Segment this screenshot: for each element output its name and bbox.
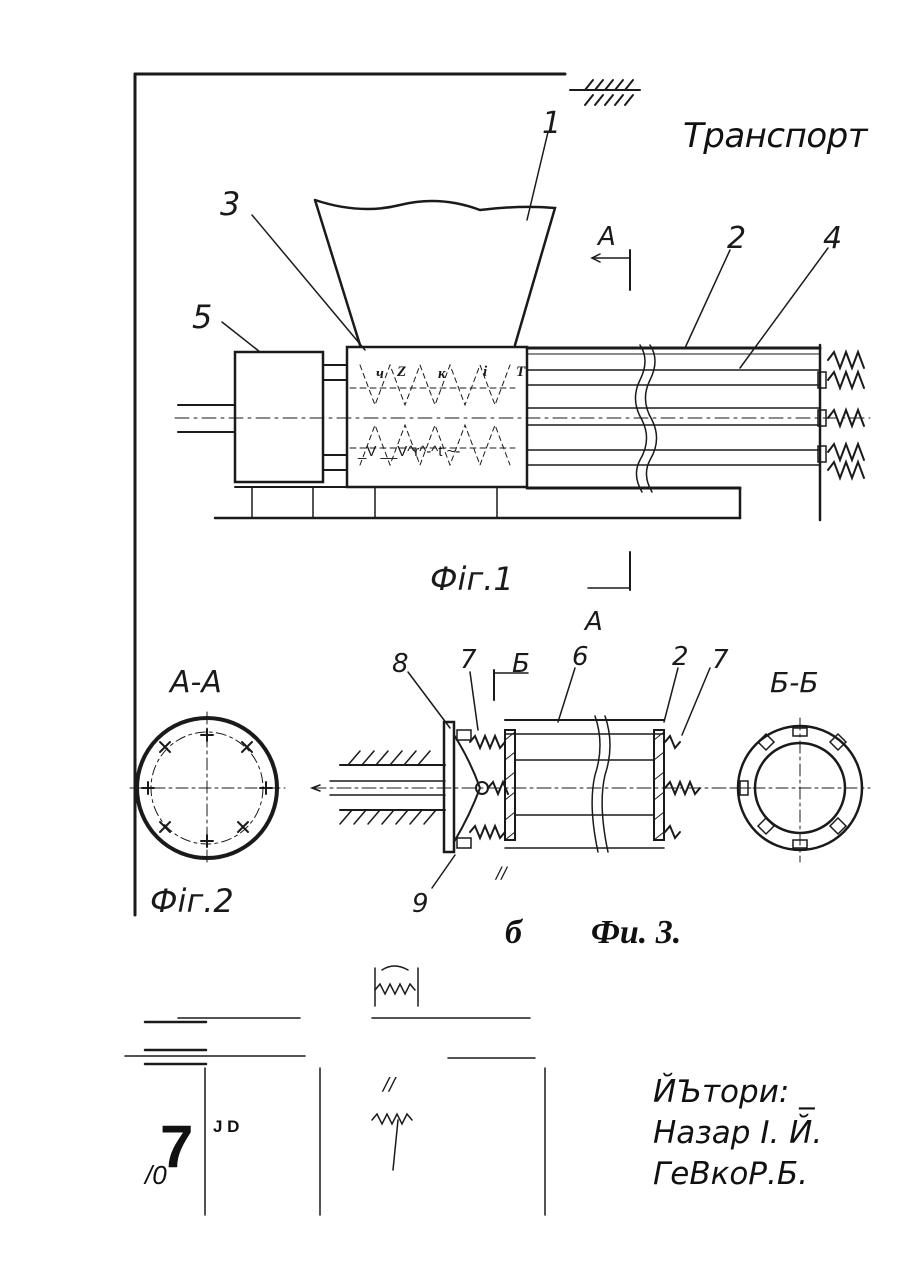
fig3-callout-8: 8 [392,649,409,679]
fig2-caption: Фіг.2 [150,882,234,920]
stamp-letter: J D [213,1117,239,1137]
author-name-1: Назар І. Й. [653,1113,822,1154]
screw-marks-bottom: _V __V^r^-^t ~- [357,443,460,460]
authors-block: ЙЪтори: _ Назар І. Й. ГеВкоР.Б. [653,1072,822,1195]
fig3-section-title: Б-Б [770,666,819,699]
screw-mark-4: i [483,364,488,380]
fig1-callout-3: 3 [220,185,240,223]
fig3-drawing [312,668,870,888]
screw-mark-5: T [516,364,526,380]
fig2-section-title: А-А [168,665,222,700]
fig3-callout-2: 2 [672,642,689,672]
fig1-callout-1: 1 [542,106,561,141]
fig3-caption-text: Фи. 3. [591,914,681,951]
fig1-section-mark-bottom: А [583,607,603,637]
fig3-callout-6: 6 [572,642,589,672]
fig1-callout-5: 5 [192,298,212,336]
fig3-caption: б Фи. 3. [505,914,681,952]
fig3-callout-9: 9 [412,889,429,919]
fig1-caption: Фіг.1 [430,560,514,598]
fig1-callout-4: 4 [823,221,842,256]
page-sub-number: /0 [145,1160,167,1191]
screw-mark-1: ч [376,366,384,382]
fig3-small-mark: // [494,863,508,882]
fig3-section-mark: Б [512,649,530,679]
author-name-2: ГеВкоР.Б. [653,1154,822,1195]
fig3-prefix: б [505,914,522,951]
screw-mark-2: Z [396,364,406,380]
fig3-callout-7a: 7 [460,645,477,675]
fig1-drawing [175,80,870,590]
fig3-callout-7b: 7 [712,645,729,675]
fig1-section-mark-top: А [596,222,616,252]
stamp-mark: // [381,1074,397,1095]
screw-mark-3: к [438,366,446,382]
page-title: Транспорт [683,116,867,156]
authors-label: ЙЪтори: _ [653,1072,822,1113]
fig2-drawing [130,712,285,865]
fig1-callout-2: 2 [727,221,746,256]
